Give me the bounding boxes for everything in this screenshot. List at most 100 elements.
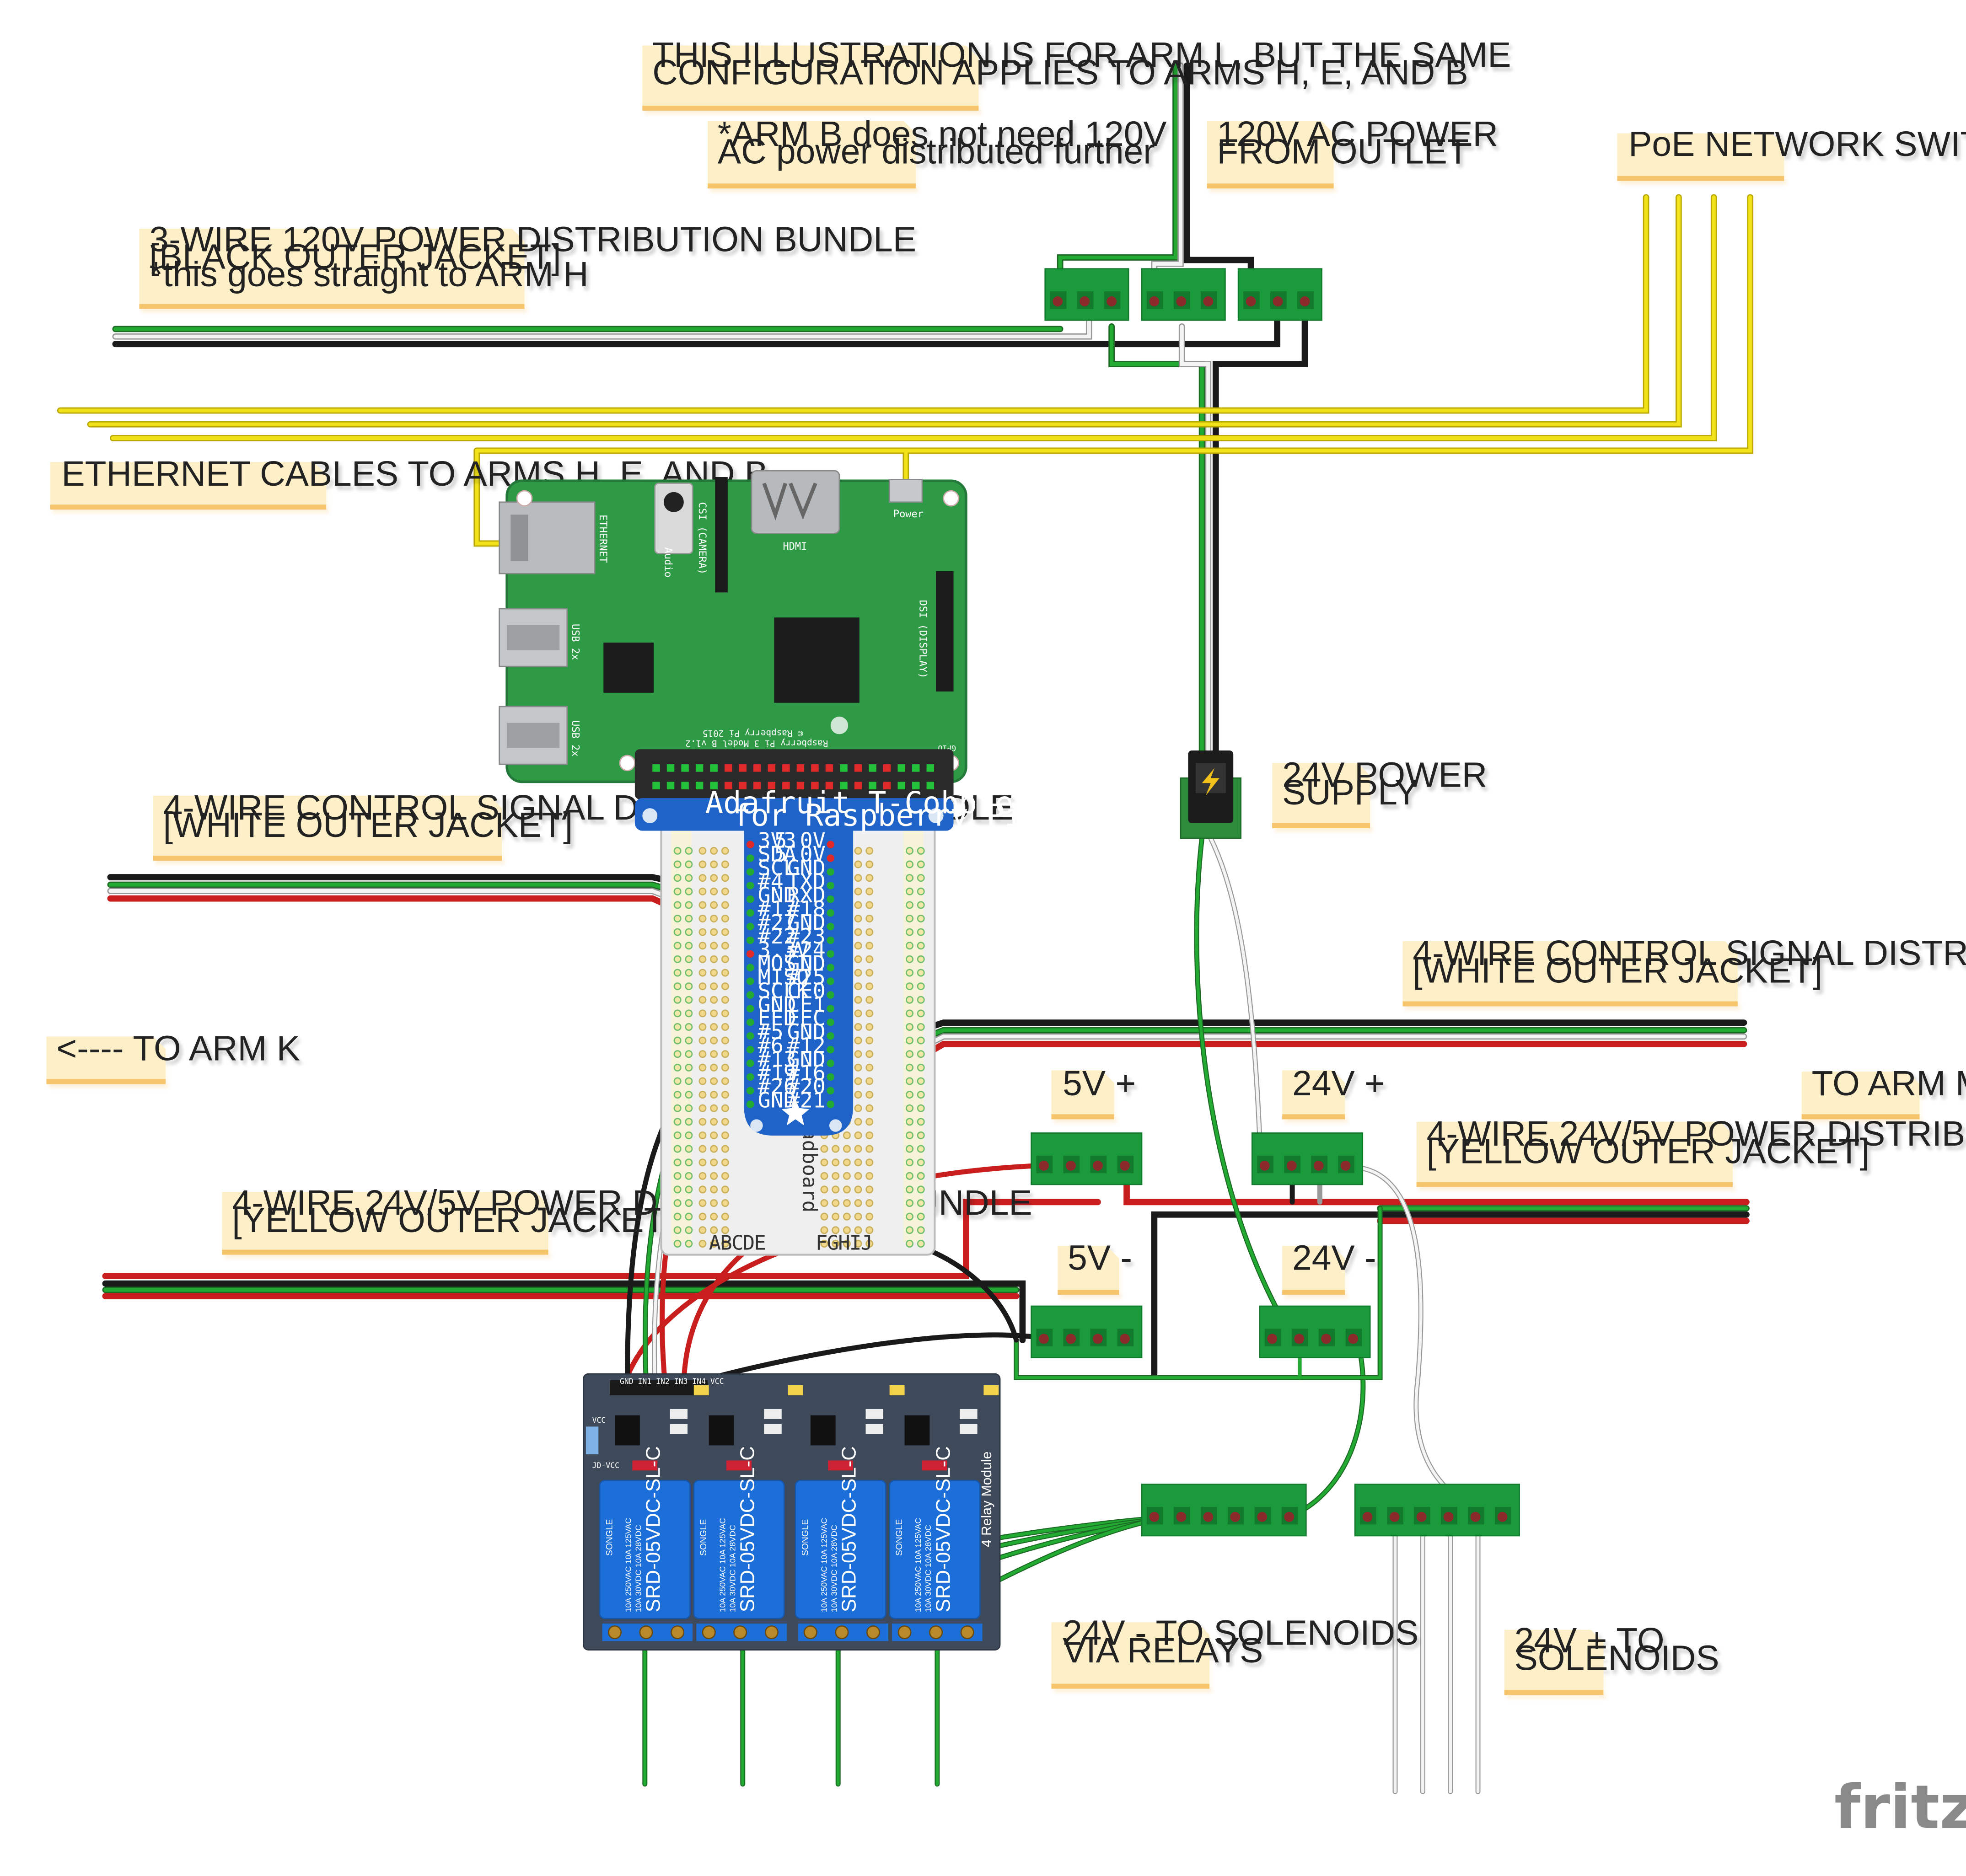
power-left-red [102, 1199, 1101, 1280]
cobbler-pin-dot [746, 895, 754, 903]
cobbler-right-pin-label: #12 [787, 1033, 826, 1058]
cobbler-left-pin-label: #6 [758, 1033, 784, 1058]
cobbler-right-pin-label: #24 [787, 938, 826, 962]
note-arm-l-line1: THIS ILLUSTRATION IS FOR ARM L, BUT THE … [652, 35, 1511, 75]
cobbler-right-pin-label: #25 [787, 965, 826, 989]
note-5v-minus: 5V - [1058, 1238, 1132, 1295]
cobbler-pin-dot [746, 1032, 754, 1040]
cobbler-pin-dot [827, 854, 834, 862]
bb-letter-left: A [709, 1232, 721, 1255]
cobbler-right-pin-label: 5.0V [774, 842, 826, 866]
relay-brand: SONGLE [800, 1519, 810, 1556]
terminal-24v-plus [1251, 1132, 1364, 1185]
cobbler-pin-dot [746, 1087, 754, 1095]
note-bundle-120v-line3: *this goes straight to ARM H [149, 255, 588, 294]
pi-usb2-label: USB 2x [569, 720, 581, 756]
cobbler-pin-dot [827, 1032, 834, 1040]
raspberry-pi: ETHERNET USB 2x USB 2x Audio CSI (CAMERA… [499, 470, 967, 799]
note-arm-b-line1: *ARM B does not need 120V [718, 114, 1167, 154]
cobbler-pin-dot [827, 1018, 834, 1026]
cobbler-pin-dot [827, 868, 834, 876]
note-power-left-line2: [YELLOW OUTER JACKET] [232, 1201, 675, 1240]
cobbler-right-pin-label: GND [787, 951, 826, 976]
cobbler-right-pin-label: CE1 [787, 992, 826, 1017]
cobbler-right-pin-label: #16 [787, 1061, 826, 1085]
relay-brand: SONGLE [895, 1519, 904, 1556]
note-power-right-line2: [YELLOW OUTER JACKET] [1427, 1131, 1869, 1171]
cobbler-left-pin-label: SCL [758, 855, 796, 880]
terminal-24v-minus [1259, 1305, 1371, 1358]
terminal-5v-minus [1031, 1305, 1143, 1358]
cobbler-pin-dot [827, 1073, 834, 1081]
note-bundle-120v-line2: [BLACK OUTER JACKET] [149, 237, 561, 277]
note-5v-minus-text: 5V - [1068, 1238, 1132, 1277]
note-solenoids-plus-line1: 24V + TO [1515, 1621, 1665, 1660]
cobbler-pin-dot [746, 882, 754, 890]
note-24v-supply: 24V POWER SUPPLY [1272, 755, 1487, 829]
pi-usb1-label: USB 2x [569, 624, 581, 660]
cobbler-left-pin-label: #22 [758, 924, 796, 949]
note-to-arm-m: TO ARM M ----> [1801, 1064, 1966, 1120]
cobbler-pin-dot [827, 991, 834, 999]
fritzing-watermark: fritzing [1834, 1773, 1966, 1843]
terminal-ac-right [1237, 268, 1322, 321]
cobbler-pin-dot [746, 1100, 754, 1108]
cobbler-left-pin-label: #13 [758, 1047, 796, 1072]
cobbler-title-line2: for Raspberry Pi [733, 798, 1023, 833]
relay-header-label: GND IN1 IN2 IN3 IN4 VCC [620, 1377, 724, 1386]
pi-display-label: DSI (DISPLAY) [917, 600, 928, 679]
note-to-arm-k-text: <---- TO ARM K [56, 1029, 300, 1068]
cobbler-pin-dot [746, 909, 754, 917]
gpio-header [652, 764, 935, 789]
supply-minus-green [1194, 836, 1295, 1339]
terminal-ac-mid [1141, 268, 1226, 321]
note-control-right-line1: 4-WIRE CONTROL SIGNAL DISTRIBUTION BUNDL… [1413, 933, 1966, 973]
cobbler-pin-dot [746, 1073, 754, 1081]
cobbler-right-pin-label: #20 [787, 1074, 826, 1099]
cobbler-pin-dot [746, 854, 754, 862]
cobbler-pin-dot [746, 977, 754, 985]
note-arm-l: THIS ILLUSTRATION IS FOR ARM L, BUT THE … [642, 35, 1511, 111]
cobbler-pin-dot [746, 1059, 754, 1067]
cobbler-pin-dot [746, 841, 754, 848]
relay-part-label: SRD-05VDC-SL-C [642, 1446, 665, 1612]
note-24v-plus: 24V + [1282, 1064, 1385, 1120]
power-right-black [1151, 1211, 1750, 1377]
relay-rating1: 10A 250VAC 10A 125VAC [820, 1518, 829, 1612]
bb-letter-left: B [720, 1232, 732, 1255]
cobbler-left-pin-label: GND [758, 1088, 796, 1113]
cobbler-left-pin-label: GND [758, 883, 796, 907]
cobbler-pin-dot [827, 1059, 834, 1067]
control-left-white [107, 888, 729, 922]
note-control-left-line2: [WHITE OUTER JACKET] [163, 805, 573, 845]
pi-model-label: Raspberry Pi 3 Model B v1.2 [685, 738, 828, 749]
cobbler-left-pin-label: GND [758, 992, 796, 1017]
feed-24v-green [1108, 323, 1205, 754]
relay-module-title: 4 Relay Module [979, 1452, 994, 1548]
note-power-right-line1: 4-WIRE 24V/5V POWER DISTRIBUTION BUNDLE [1427, 1114, 1966, 1153]
pi-power-label: Power [893, 509, 924, 520]
relay-rating2: 10A 30VDC 10A 28VDC [634, 1525, 643, 1612]
note-control-right: 4-WIRE CONTROL SIGNAL DISTRIBUTION BUNDL… [1402, 933, 1966, 1007]
cobbler-pin-dot [827, 977, 834, 985]
note-ac-power-line1: 120V AC POWER [1217, 114, 1498, 154]
cobbler-pin-dot [746, 922, 754, 931]
cobbler-right-pin-label: EEC [787, 1006, 826, 1030]
cobbler-left-pin-label: 3V3 [758, 828, 796, 853]
cobbler-left-pin-label: #5 [758, 1019, 784, 1044]
terminal-ac-left [1044, 268, 1129, 321]
terminal-5v-plus [1031, 1132, 1143, 1185]
note-bundle-120v-line1: 3-WIRE 120V POWER DISTRIBUTION BUNDLE [149, 220, 916, 259]
cobbler-right-pin-label: GND [787, 910, 826, 935]
cobbler-pin-dot [746, 991, 754, 999]
cobbler-pin-dot [827, 882, 834, 890]
cobbler-right-pin-label: #18 [787, 896, 826, 921]
notes: THIS ILLUSTRATION IS FOR ARM L, BUT THE … [46, 35, 1966, 1695]
note-arm-b-line2: AC power distributed further [718, 132, 1155, 171]
cobbler-pin-dot [827, 922, 834, 931]
terminal-solenoid-plus [1354, 1484, 1520, 1537]
